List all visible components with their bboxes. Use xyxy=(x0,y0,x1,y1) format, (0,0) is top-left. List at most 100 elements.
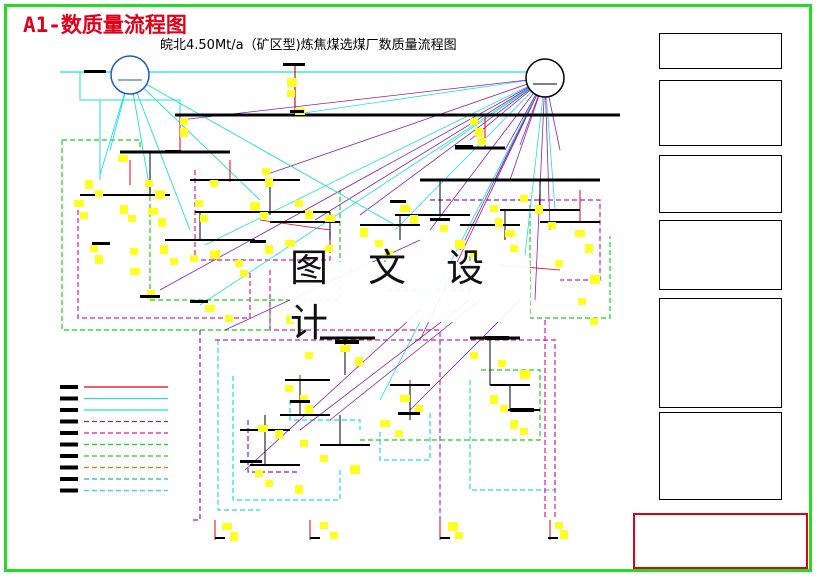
node-data-block xyxy=(285,385,293,392)
node-data-block xyxy=(262,168,270,175)
circuit-dashed xyxy=(149,188,341,301)
legend-tag xyxy=(60,442,78,447)
node-data-block xyxy=(258,425,268,432)
circuit-dashed xyxy=(360,369,541,441)
node-data-block xyxy=(85,180,93,189)
circuit-dashed xyxy=(540,199,601,281)
node-data-block xyxy=(265,245,273,254)
circuit-dashed xyxy=(217,340,260,511)
node-data-block xyxy=(287,78,297,87)
circuit-dashed xyxy=(529,205,611,319)
node-data-block xyxy=(410,215,418,224)
equipment-tag xyxy=(140,295,160,298)
legend-tag xyxy=(60,385,78,389)
node-data-block xyxy=(455,532,463,539)
legend-tag xyxy=(60,488,78,493)
node-data-block xyxy=(160,245,168,254)
node-data-block xyxy=(555,522,563,529)
node-data-block xyxy=(585,244,593,253)
sheet-stamp: A1-数质量流程图 xyxy=(23,13,187,37)
node-data-block xyxy=(230,532,238,541)
node-data-block xyxy=(210,250,220,259)
slurry-line xyxy=(159,77,546,291)
equipment-tag xyxy=(84,70,106,73)
node-data-block xyxy=(180,128,188,137)
equipment-tag xyxy=(335,340,359,344)
node-data-block xyxy=(478,138,486,145)
equipment-tag xyxy=(440,537,450,539)
node-data-block xyxy=(295,200,303,207)
node-data-block xyxy=(325,215,335,222)
node-data-block xyxy=(265,178,273,187)
legend-tag xyxy=(60,477,78,481)
node-data-block xyxy=(275,430,283,439)
slurry-line xyxy=(394,77,546,231)
summary-table-3 xyxy=(659,155,782,213)
node-data-block xyxy=(128,215,136,222)
node-data-block xyxy=(455,240,465,249)
node-data-block xyxy=(90,245,98,252)
node-data-block xyxy=(490,395,498,404)
node-data-block xyxy=(130,248,138,255)
node-data-block xyxy=(325,245,333,252)
title-block xyxy=(633,513,808,569)
summary-table-5 xyxy=(659,298,782,408)
legend-tag xyxy=(60,419,78,424)
node-data-block xyxy=(170,258,178,265)
equipment-tag xyxy=(510,408,534,412)
circuit-dashed xyxy=(215,339,556,520)
node-data-block xyxy=(200,215,208,222)
circuit-dashed xyxy=(62,139,141,148)
node-data-block xyxy=(287,90,295,97)
node-data-block xyxy=(470,352,478,359)
node-data-block xyxy=(95,255,103,264)
slurry-line xyxy=(289,77,546,116)
node-data-block xyxy=(190,255,198,262)
node-data-block xyxy=(375,240,383,247)
node-data-block xyxy=(380,420,390,427)
equipment-tag xyxy=(250,240,266,243)
circuit-dashed xyxy=(247,420,300,473)
node-data-block xyxy=(575,230,585,237)
node-data-block xyxy=(355,357,363,366)
node-data-block xyxy=(222,523,232,530)
node-data-block xyxy=(148,208,158,215)
node-data-block xyxy=(350,465,360,474)
node-data-block xyxy=(440,225,448,232)
drawing-title: 皖北4.50Mt/a（矿区型)炼焦煤选煤厂数质量流程图 xyxy=(160,38,457,53)
node-data-block xyxy=(305,352,313,359)
slurry-line xyxy=(544,77,556,211)
node-data-block xyxy=(395,430,403,437)
node-data-block xyxy=(495,218,503,227)
slurry-line xyxy=(429,77,546,231)
summary-table-4 xyxy=(659,220,782,290)
water-line xyxy=(79,72,181,118)
right-thickener-tank xyxy=(525,58,565,98)
node-data-block xyxy=(210,180,218,187)
node-data-block xyxy=(118,155,128,162)
equipment-tag xyxy=(430,218,450,221)
equipment-tag xyxy=(283,63,305,66)
node-data-block xyxy=(305,210,313,219)
node-data-block xyxy=(385,250,393,257)
legend-tag xyxy=(60,396,78,401)
node-data-block xyxy=(225,315,233,322)
slurry-line xyxy=(359,77,546,216)
watermark: 图 文 设 计 xyxy=(290,246,530,345)
node-data-block xyxy=(80,212,88,219)
node-data-block xyxy=(180,118,188,125)
circuit-dashed xyxy=(379,410,431,461)
equipment-tag xyxy=(240,460,262,463)
node-data-block xyxy=(145,180,153,187)
node-data-block xyxy=(340,345,350,352)
node-data-block xyxy=(498,360,506,367)
node-data-block xyxy=(235,260,243,267)
summary-table-1 xyxy=(659,33,782,69)
legend-tag xyxy=(60,465,78,470)
circuit-dashed xyxy=(469,380,556,491)
node-data-block xyxy=(535,205,543,214)
node-data-block xyxy=(240,270,248,277)
node-data-block xyxy=(205,305,215,312)
node-data-block xyxy=(510,420,518,429)
equipment-tag xyxy=(215,537,225,539)
